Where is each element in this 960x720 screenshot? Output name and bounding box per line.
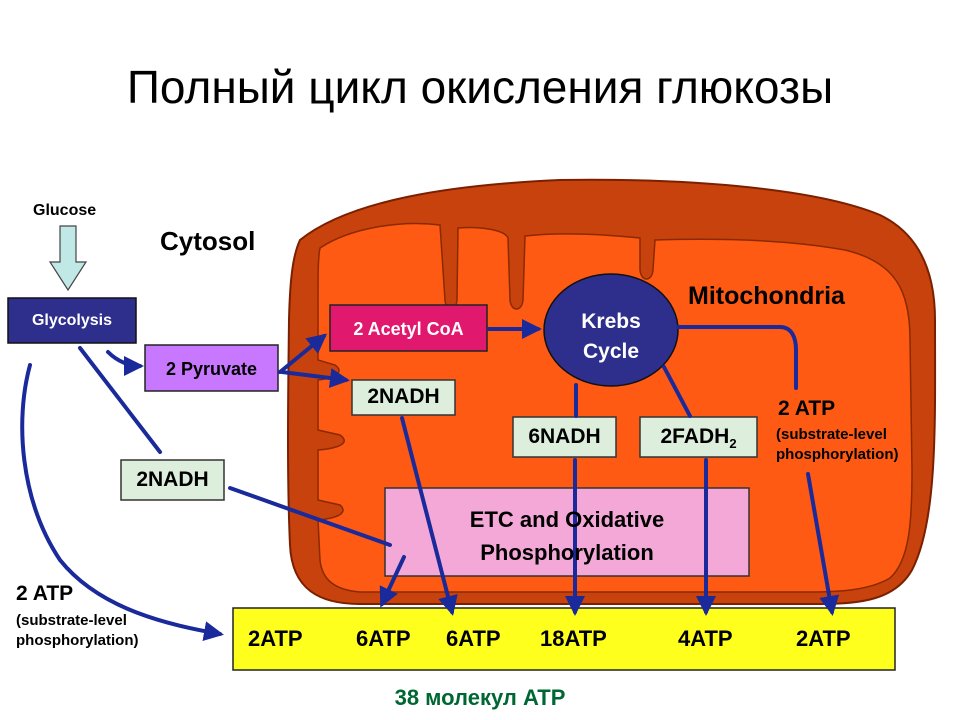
nadh-mito-box (351, 379, 456, 416)
nadh-cyto-box (120, 459, 225, 501)
atp-bar-value-2: 6ATP (356, 626, 411, 651)
pyruvate-box (144, 344, 279, 392)
mitochondria-label: Mitochondria (688, 282, 845, 310)
nadh-krebs-label: 6NADH (528, 425, 601, 448)
etc-label-line2: Phosphorylation (480, 540, 654, 565)
acetyl-coa-box (329, 304, 488, 352)
fadh2-label-subscript: 2 (729, 436, 737, 452)
atp-left-sub1-label: (substrate-level (16, 612, 127, 629)
arrow-pyruvate-to-nadh (280, 368, 350, 388)
atp-left-main-label: 2 ATP (16, 582, 74, 605)
arrow-etc-to-2atp (379, 555, 406, 608)
total-atp-label: 38 молекул ATP (394, 685, 566, 710)
arrow-pyruvate-to-acetyl-coa (278, 333, 328, 374)
glycolysis-label: Glycolysis (31, 312, 113, 329)
glucose-arrow-icon (48, 225, 88, 292)
glycolysis-box (7, 297, 137, 344)
page-title: Полный цикл окисления глюкозы (126, 61, 834, 113)
krebs-label-line1: Krebs (581, 310, 641, 333)
etc-label-line1: ETC and Oxidative (469, 507, 665, 532)
acetyl-coa-label: 2 Acetyl CoA (353, 319, 464, 339)
etc-box (384, 487, 750, 577)
atp-bar-value-6: 2ATP (796, 626, 851, 651)
fadh2-box (639, 416, 758, 458)
arrow-nadh-to-6atp (400, 416, 458, 616)
glucose-label: Glucose (33, 202, 97, 219)
arrow-substrate-to-2atp (806, 472, 840, 616)
fadh2-label: 2FADH2 (640, 425, 757, 451)
arrow-krebs-to-fadh2 (662, 365, 692, 418)
arrow-nadh-to-etc (228, 486, 392, 547)
arrow-krebs-to-substrate-atp (676, 325, 798, 390)
atp-bar-value-4: 18ATP (540, 626, 607, 651)
nadh-mito-label: 2NADH (367, 385, 440, 408)
arrow-glycolysis-to-atp-bar (20, 363, 224, 642)
cytosol-label: Cytosol (160, 226, 256, 256)
nadh-krebs-box (512, 416, 617, 458)
atp-right-main-label: 2 ATP (778, 397, 836, 420)
arrow-glycolysis-to-nadh (78, 346, 162, 454)
atp-bar-value-3: 6ATP (446, 626, 501, 651)
atp-right-sub2-label: phosphorylation) (776, 446, 899, 463)
krebs-cycle-circle (543, 273, 679, 387)
nadh-cyto-label: 2NADH (136, 468, 209, 491)
fadh2-label-base: 2FADH (660, 425, 730, 448)
atp-bar-value-5: 4ATP (678, 626, 733, 651)
krebs-label-line2: Cycle (582, 340, 640, 363)
atp-bar (232, 607, 896, 671)
pyruvate-label: 2 Pyruvate (165, 359, 258, 379)
arrow-glycolysis-to-pyruvate (106, 350, 144, 376)
atp-left-sub2-label: phosphorylation) (16, 632, 139, 649)
atp-bar-value-1: 2ATP (248, 626, 303, 651)
atp-right-sub1-label: (substrate-level (776, 426, 887, 443)
